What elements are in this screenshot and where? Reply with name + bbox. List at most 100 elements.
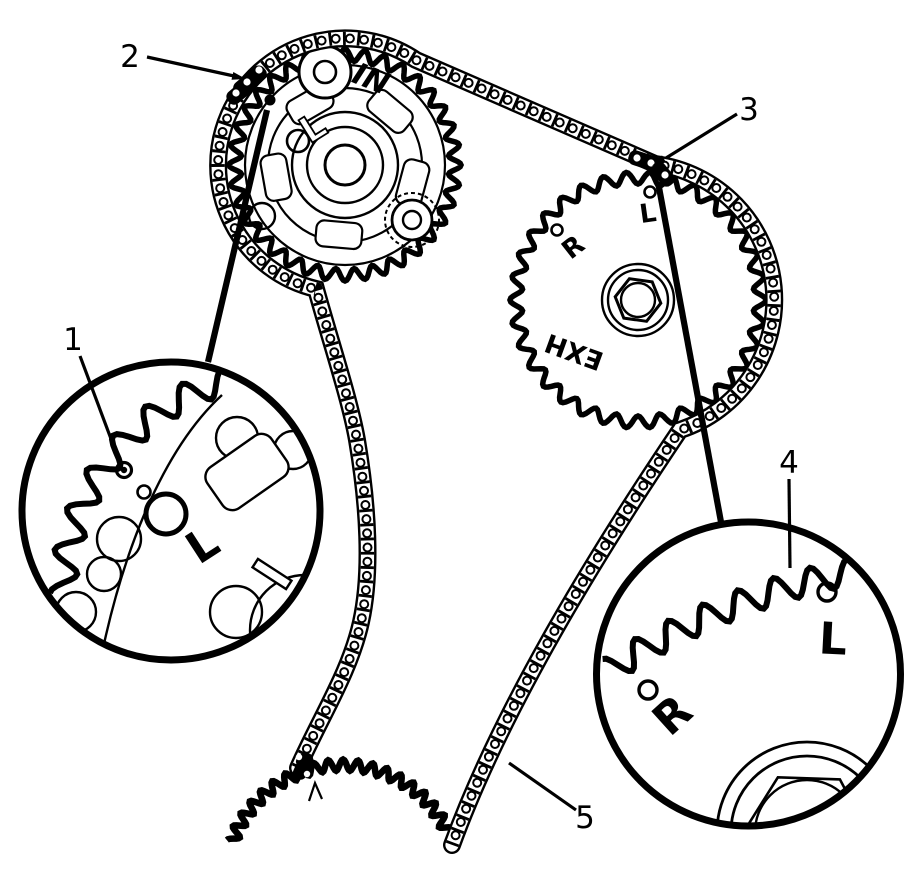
chain-pin: [386, 42, 397, 53]
chain-pin: [727, 393, 738, 404]
detail-4-l-mark: L: [818, 613, 849, 665]
crankshaft-sprocket: [224, 755, 454, 843]
chain-pin: [768, 277, 779, 288]
chain-pin: [359, 599, 370, 610]
crank-sprocket-teeth: [224, 755, 454, 843]
chain-pin: [213, 169, 224, 180]
crank-dark-link: [292, 752, 314, 780]
intake-ring: [305, 125, 385, 205]
chain-pin: [622, 504, 633, 515]
intake-bolt-scallop: [384, 192, 440, 248]
callout-5-number: 5: [575, 800, 595, 836]
chain-pin: [580, 128, 591, 139]
chain-pin: [214, 140, 225, 151]
chain-pin: [758, 347, 769, 358]
chain-pin: [496, 726, 507, 737]
detail-1-background: [25, 365, 317, 657]
chain-pin: [502, 94, 513, 105]
chain-pin: [344, 653, 355, 664]
chain-pin: [359, 34, 369, 45]
chain-pin: [593, 134, 604, 145]
callouts: 1 2 3 4 5: [63, 39, 799, 836]
chain-pin: [437, 66, 448, 77]
chain-pin: [765, 263, 776, 274]
chain-pin: [399, 48, 410, 58]
chain-pin: [741, 212, 752, 223]
chain-pin: [314, 718, 325, 729]
chain-pin: [337, 374, 348, 385]
chain-pin: [483, 751, 494, 762]
chain-pin: [362, 556, 373, 567]
chain-pin: [556, 613, 567, 624]
chain-pin: [646, 468, 656, 479]
chain-pin: [450, 830, 461, 841]
detail-4-l-dot: [816, 581, 838, 603]
chain-pin: [619, 145, 630, 156]
chain-pin: [217, 127, 228, 137]
chain-pin: [578, 576, 588, 587]
detail-4-contents: L R: [602, 557, 898, 823]
chain-pin: [222, 113, 233, 124]
chain-pin: [508, 700, 519, 711]
chain-pin: [362, 542, 373, 553]
chain-pin: [478, 764, 488, 775]
chain-pin: [313, 292, 324, 303]
chain-pin: [592, 552, 603, 563]
chain-pin: [256, 255, 267, 266]
exhaust-l-mark-dot: [643, 185, 657, 199]
chain-pin: [630, 492, 641, 503]
chain-pin: [745, 372, 756, 383]
chain-pin: [355, 457, 366, 468]
chain-pin: [699, 175, 710, 186]
chain-pin: [489, 89, 500, 100]
chain-pin: [264, 58, 275, 68]
chain-pin: [749, 224, 760, 235]
detail-1-slot: [250, 557, 294, 591]
dark-timing-links: [226, 65, 675, 780]
chain-pin: [301, 743, 312, 754]
chain-pin: [476, 83, 487, 94]
chain-pin: [673, 164, 684, 175]
chain-pin: [661, 444, 672, 455]
chain-pin: [213, 155, 224, 165]
chain-pin: [325, 333, 336, 344]
chain-pin: [502, 713, 513, 724]
chain-pin: [752, 360, 763, 370]
exhaust-r-mark-dot: [550, 223, 564, 237]
chain-pin: [768, 305, 779, 316]
intake-pin-hole: [285, 128, 311, 154]
chain-pin: [472, 777, 483, 788]
exhaust-label: EXH: [541, 327, 607, 376]
intake-bolt: [297, 44, 353, 100]
connector-line-to-detail-4: [654, 181, 725, 523]
chain-pin: [276, 50, 287, 61]
chain-pin: [302, 39, 313, 49]
chain-pin: [348, 415, 358, 426]
callout-2-arrowhead-icon: [231, 72, 246, 80]
chain-pin: [246, 246, 257, 256]
detail-1-timing-mark: [114, 460, 134, 480]
chain-pin: [549, 625, 560, 636]
chain-pin: [344, 33, 355, 44]
callout-4-leader: [787, 478, 792, 569]
chain-pin: [215, 183, 226, 194]
timing-chain: [209, 29, 784, 854]
crank-timing-arrow-icon: [307, 779, 324, 802]
chain-pin: [267, 264, 278, 275]
chain-pin: [711, 183, 722, 193]
chain-pin: [535, 650, 546, 661]
chain-pin: [353, 443, 364, 454]
detail-circle-4: L R: [593, 518, 904, 830]
chain-pin: [463, 77, 474, 88]
chain-pin: [356, 613, 367, 624]
exhaust-washer: [606, 268, 670, 332]
chain-pin: [756, 236, 767, 247]
chain-pin: [333, 360, 344, 371]
exhaust-hex-bolt: [613, 277, 663, 323]
chain-pin: [218, 197, 229, 207]
detail-4-sprocket-teeth: [602, 557, 849, 675]
detail-4-outline: [593, 518, 904, 830]
chain-pin: [223, 210, 234, 221]
chain-pin: [329, 347, 340, 358]
